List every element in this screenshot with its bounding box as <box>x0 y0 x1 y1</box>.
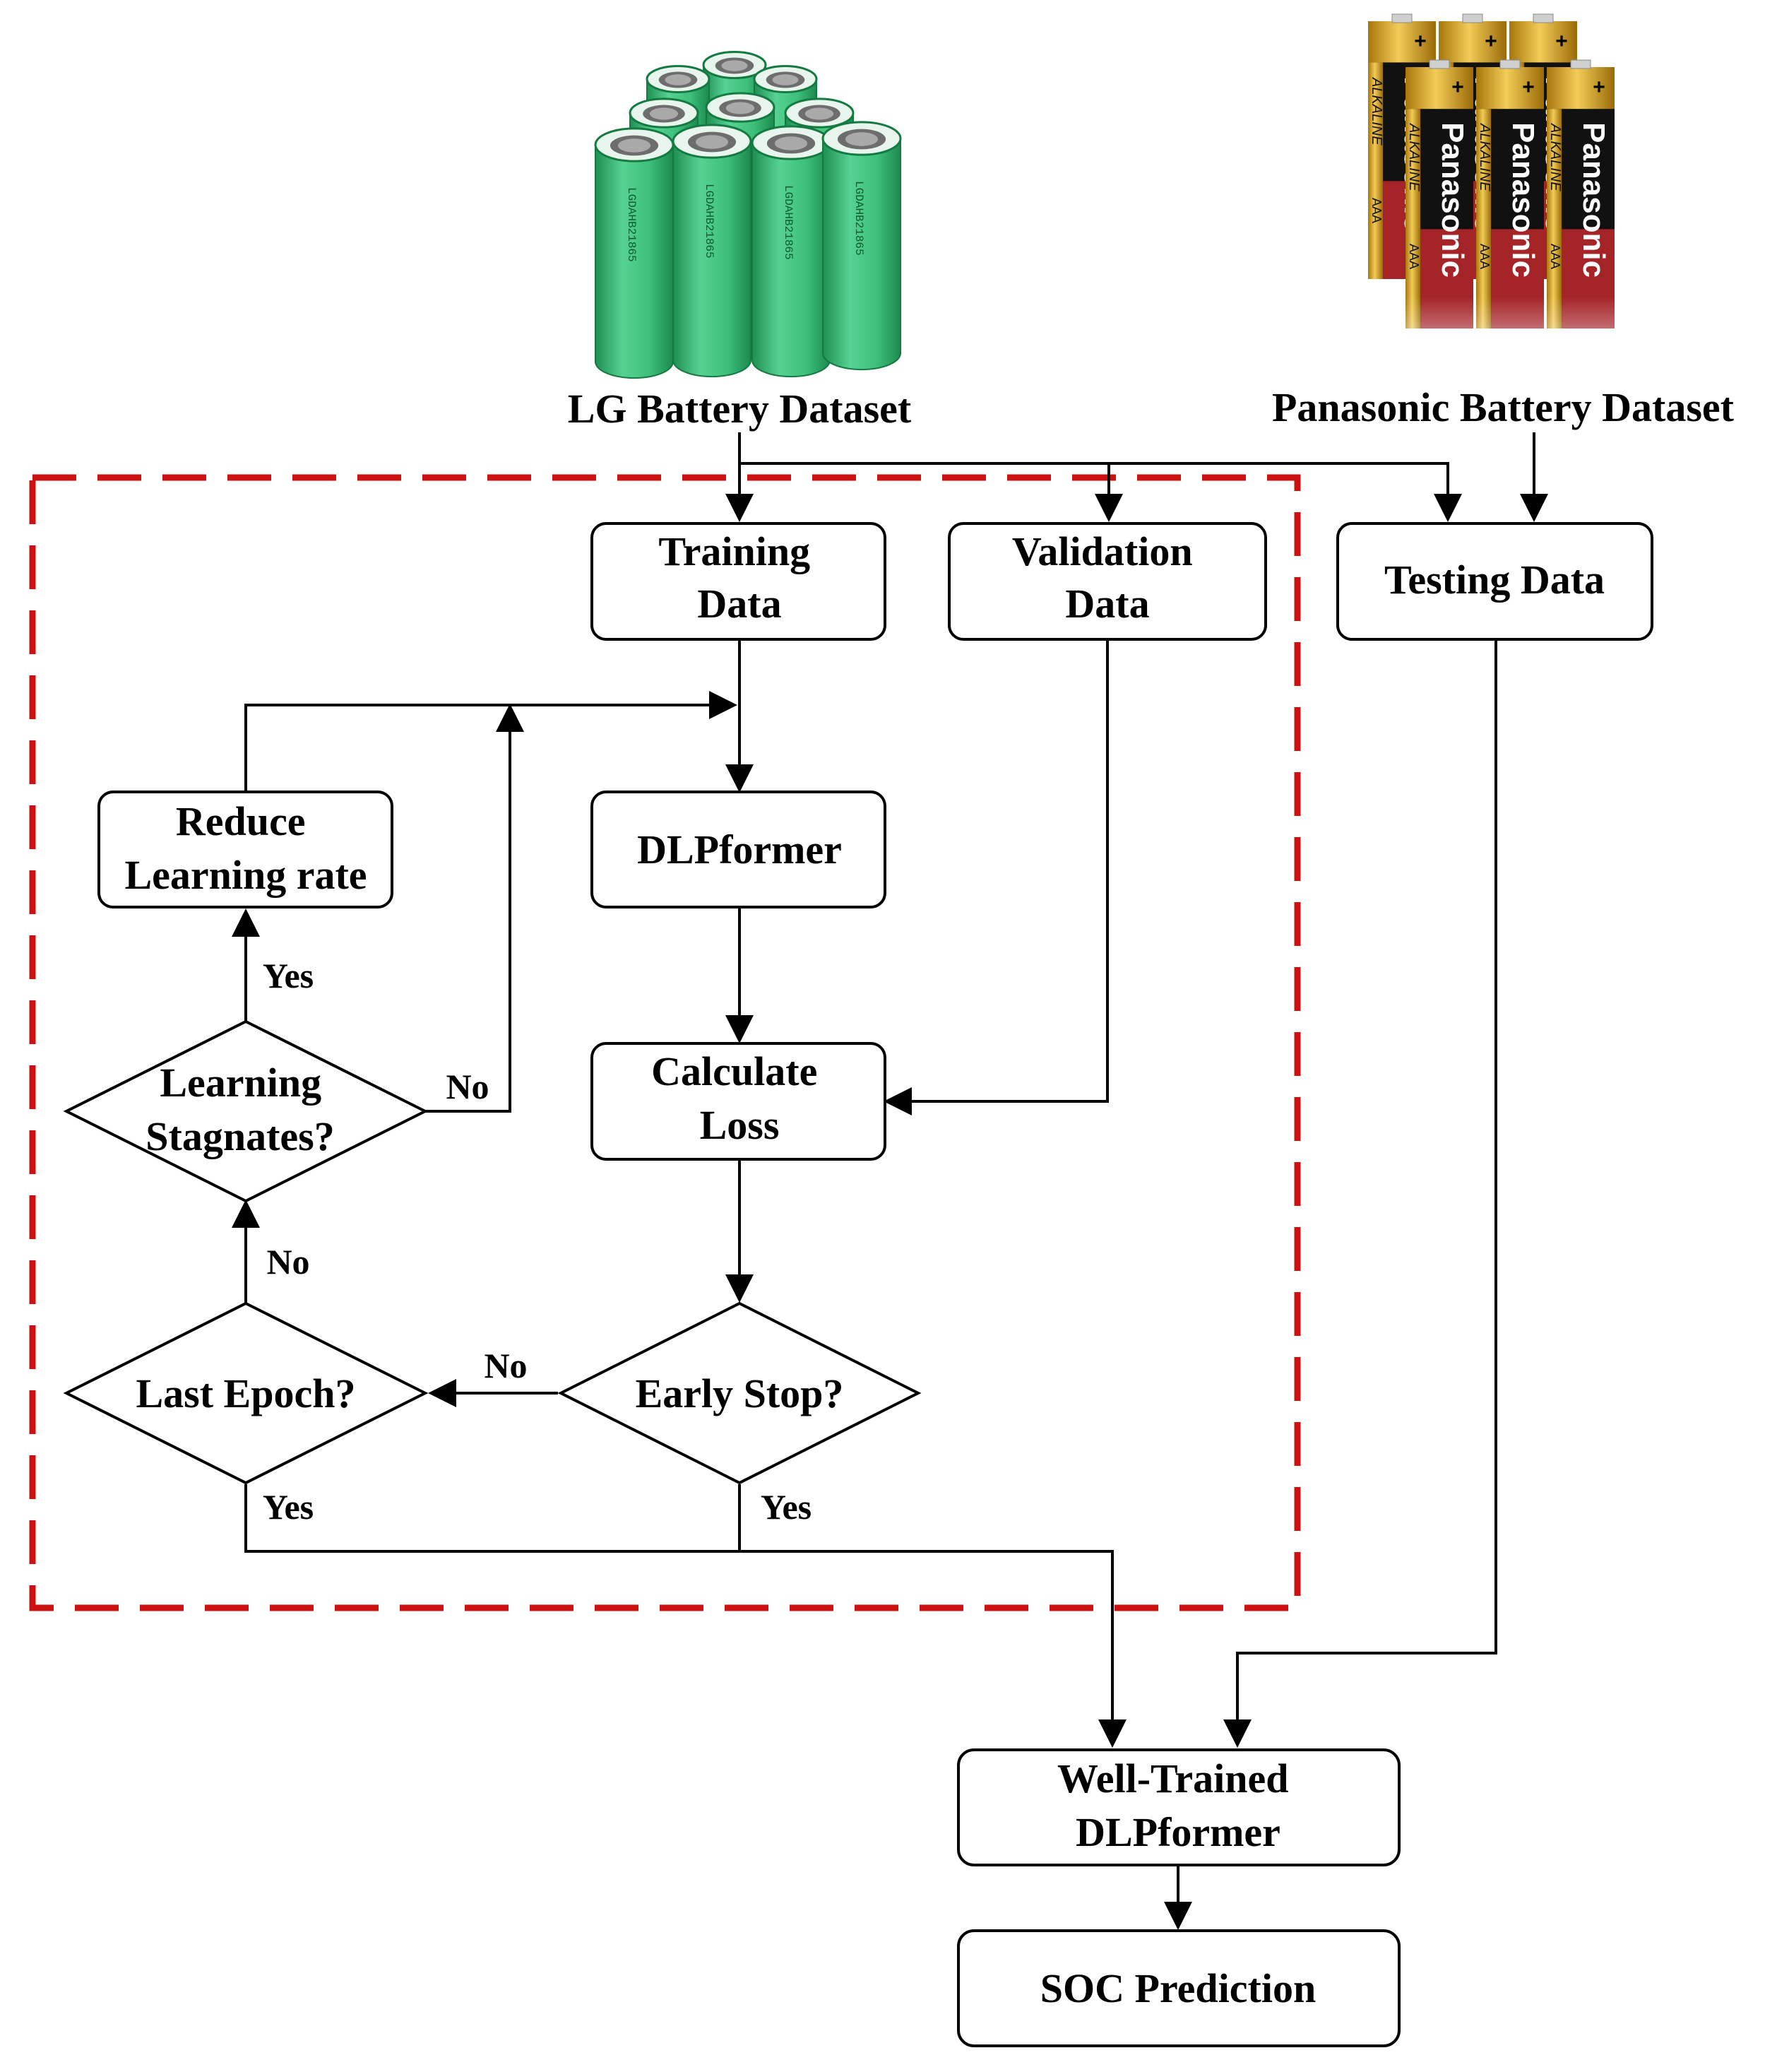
lg-dataset-label: LG Battery Dataset <box>568 386 912 432</box>
svg-text:+: + <box>1485 30 1497 53</box>
lg-battery-image: LGDAHB21865 LGDAHB21865 LGDAHB21865 LGDAHB2… <box>594 51 902 379</box>
edge-labels: Yes No No No Yes Yes <box>263 956 812 1527</box>
reduce-learning-rate-box: Reduce Learning rate <box>97 791 393 908</box>
svg-text:LGDAHB21865: LGDAHB21865 <box>852 181 865 256</box>
svg-text:Training Data: Training Data <box>658 528 820 627</box>
svg-text:+: + <box>1414 30 1427 53</box>
testing-data-box: Testing Data <box>1336 522 1653 641</box>
svg-text:+: + <box>1555 30 1568 53</box>
lg-cell-8: LGDAHB21865 <box>751 125 831 378</box>
svg-text:LGDAHB21865: LGDAHB21865 <box>703 184 715 259</box>
panasonic-cell-5: + Panasonic ALKALINE AAA <box>1547 59 1615 328</box>
svg-text:SOC Prediction: SOC Prediction <box>1040 1965 1316 2011</box>
connectors <box>232 432 1548 1930</box>
label-yes-early-stop: Yes <box>761 1487 812 1527</box>
svg-text:AAA: AAA <box>1369 198 1384 223</box>
dlpformer-box: DLPformer <box>590 791 886 908</box>
svg-text:+: + <box>1593 76 1605 99</box>
label-no-last-epoch: No <box>266 1242 309 1281</box>
svg-text:LGDAHB21865: LGDAHB21865 <box>625 187 638 262</box>
training-region-border <box>29 474 1301 1611</box>
svg-text:+: + <box>1451 76 1464 99</box>
svg-text:Validation Data: Validation Data <box>1012 528 1203 627</box>
early-stop-decision: Early Stop? <box>557 1301 922 1485</box>
panasonic-battery-image: + Panasonic ALKALINE AAA + Panasonic ALKALINE A… <box>1356 13 1639 389</box>
panasonic-dataset-label: Panasonic Battery Dataset <box>1272 384 1735 430</box>
last-epoch-decision: Last Epoch? <box>63 1301 429 1485</box>
svg-text:ALKALINE: ALKALINE <box>1547 123 1563 191</box>
lg-cell-6: LGDAHB21865 <box>594 127 674 379</box>
label-no-stagnates: No <box>446 1067 489 1106</box>
validation-data-box: Validation Data <box>948 522 1267 641</box>
lg-cell-7: LGDAHB21865 <box>672 124 752 378</box>
svg-text:Panasonic: Panasonic <box>1506 122 1540 278</box>
svg-text:AAA: AAA <box>1407 244 1421 269</box>
svg-text:LGDAHB21865: LGDAHB21865 <box>782 185 795 260</box>
svg-text:Calculate Loss: Calculate Loss <box>651 1048 828 1148</box>
svg-text:AAA: AAA <box>1548 244 1562 269</box>
panasonic-cell-3: + Panasonic ALKALINE AAA <box>1405 59 1473 328</box>
svg-text:ALKALINE: ALKALINE <box>1477 123 1492 191</box>
svg-text:Reduce Learning rate: Reduce Learning rate <box>124 798 367 898</box>
lg-cell-9: LGDAHB21865 <box>821 121 902 371</box>
learning-stagnates-decision: Learning Stagnates? <box>63 1019 429 1203</box>
svg-text:AAA: AAA <box>1478 244 1492 269</box>
svg-text:Testing Data: Testing Data <box>1384 557 1605 603</box>
label-yes-last-epoch: Yes <box>263 1487 314 1527</box>
calculate-loss-box: Calculate Loss <box>590 1042 886 1161</box>
soc-prediction-box: SOC Prediction <box>957 1929 1401 2047</box>
svg-text:ALKALINE: ALKALINE <box>1369 77 1384 146</box>
svg-text:+: + <box>1522 76 1535 99</box>
svg-text:Panasonic: Panasonic <box>1576 122 1611 278</box>
svg-text:Last Epoch?: Last Epoch? <box>136 1371 355 1416</box>
well-trained-dlpformer-box: Well-Trained DLPformer <box>957 1748 1401 1866</box>
svg-text:Early Stop?: Early Stop? <box>636 1371 844 1416</box>
panasonic-cell-4: + Panasonic ALKALINE AAA <box>1476 59 1544 328</box>
svg-text:Panasonic: Panasonic <box>1435 122 1470 278</box>
training-data-box: Training Data <box>590 522 886 641</box>
svg-text:ALKALINE: ALKALINE <box>1406 123 1422 191</box>
svg-text:DLPformer: DLPformer <box>637 827 842 872</box>
svg-text:Well-Trained DLPformer: Well-Trained DLPformer <box>1057 1756 1299 1855</box>
label-no-early-stop: No <box>484 1346 527 1385</box>
label-yes-reduce: Yes <box>263 956 314 995</box>
svg-text:Learning Stagnates?: Learning Stagnates? <box>145 1060 334 1159</box>
